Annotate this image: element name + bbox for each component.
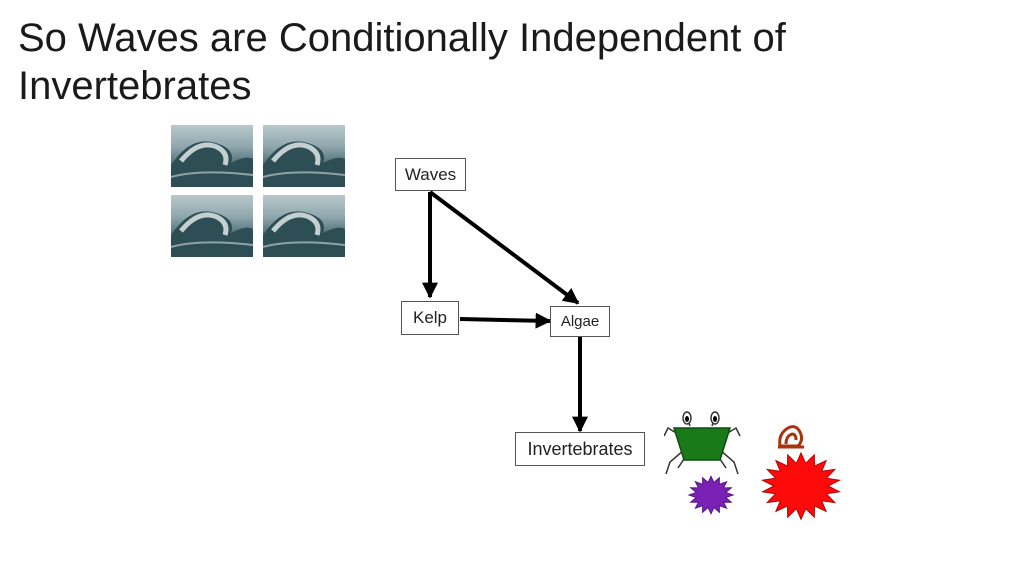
wave-image: [171, 195, 253, 257]
node-waves: Waves: [395, 158, 466, 191]
wave-image: [171, 125, 253, 187]
wave-image: [263, 125, 345, 187]
urchin-small-icon: [687, 475, 735, 515]
node-algae: Algae: [550, 306, 610, 337]
edge-kelp-algae: [459, 312, 552, 329]
urchin-large-icon: [760, 452, 842, 520]
node-invertebrates: Invertebrates: [515, 432, 645, 466]
snail-icon: [778, 425, 804, 449]
node-kelp: Kelp: [401, 301, 459, 335]
slide-title: So Waves are Conditionally Independent o…: [18, 16, 786, 108]
wave-image: [263, 195, 345, 257]
edge-waves-algae: [428, 190, 580, 305]
crab-icon: [664, 411, 741, 474]
